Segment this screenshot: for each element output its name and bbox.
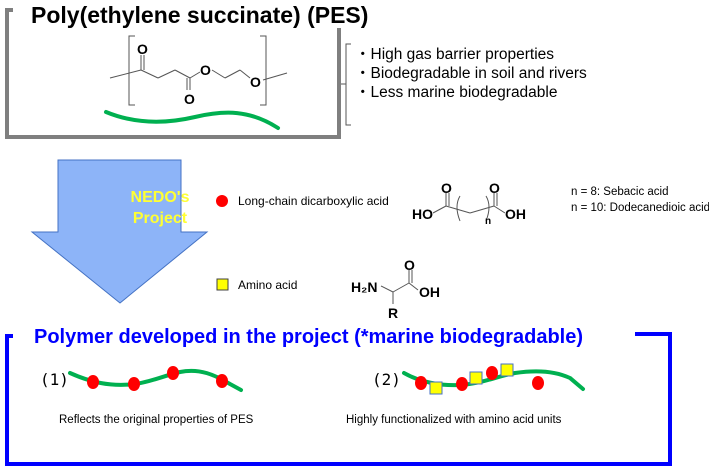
properties-brace <box>341 43 351 126</box>
amino-unit-square <box>469 371 483 385</box>
polymer2-number: (2) <box>372 370 401 389</box>
note-sebacic: n = 8: Sebacic acid <box>571 186 669 198</box>
pes-box-border <box>5 8 341 139</box>
atom-o-top: O <box>137 41 148 57</box>
subscript-n: n <box>485 216 491 227</box>
dicarboxylic-unit-circle <box>532 376 544 390</box>
atom-o-ester: O <box>200 62 211 78</box>
atom-r: R <box>388 305 398 321</box>
dicarboxylic-unit-circle <box>167 366 179 380</box>
dicarboxylic-structure <box>432 193 506 222</box>
legend-red-circle-icon <box>216 195 228 207</box>
atom-oh: OH <box>505 206 526 222</box>
pes-properties-list: ・High gas barrier properties ・Biodegrada… <box>355 45 587 102</box>
polymer1-chain <box>68 368 243 392</box>
atom-o-end: O <box>250 74 261 90</box>
legend-dicarboxylic-label: Long-chain dicarboxylic acid <box>238 194 389 208</box>
polymer2-caption: Highly functionalized with amino acid un… <box>346 414 562 426</box>
polymer-box-border <box>5 332 672 466</box>
amino-structure <box>380 270 419 304</box>
atom-o1: O <box>441 180 452 196</box>
bracket-right <box>260 35 267 106</box>
note-dodecanedioic: n = 10: Dodecanedioic acid <box>571 202 709 214</box>
dicarboxylic-unit-circle <box>486 366 498 380</box>
atom-h2n: H₂N <box>351 279 377 295</box>
arrow-label-line1: NEDO's <box>130 189 190 206</box>
atom-o-bottom: O <box>184 91 195 107</box>
pes-structure <box>109 35 288 106</box>
arrow-label-line2: Project <box>132 210 188 227</box>
property-item: ・Less marine biodegradable <box>355 84 558 101</box>
property-item: ・High gas barrier properties <box>355 46 555 63</box>
dicarboxylic-unit-circle <box>87 375 99 389</box>
polymer-title: Polymer developed in the project (*marin… <box>30 325 588 349</box>
pes-title: Poly(ethylene succinate) (PES) <box>27 2 373 28</box>
atom-o-amino: O <box>404 257 415 273</box>
arrow-label: NEDO's Project <box>100 187 220 229</box>
atom-oh-amino: OH <box>419 284 440 300</box>
polymer1-number: (1) <box>40 370 69 389</box>
property-item: ・Biodegradable in soil and rivers <box>355 65 587 82</box>
dicarboxylic-unit-circle <box>128 377 140 391</box>
legend-amino-label: Amino acid <box>238 278 298 292</box>
dicarboxylic-notes: n = 8: Sebacic acid n = 10: Dodecanedioi… <box>571 184 709 216</box>
dicarboxylic-unit-circle <box>216 374 228 388</box>
bracket-left <box>128 35 135 106</box>
nedo-project-arrow <box>30 159 209 304</box>
dicarboxylic-unit-circle <box>456 377 468 391</box>
dicarboxylic-unit-circle <box>415 376 427 390</box>
atom-ho: HO <box>412 206 433 222</box>
amino-unit-square <box>500 363 514 377</box>
amino-unit-square <box>429 381 443 395</box>
legend-yellow-square-icon <box>216 278 229 291</box>
polymer1-caption: Reflects the original properties of PES <box>59 414 254 426</box>
atom-o2: O <box>489 180 500 196</box>
pes-chain-line <box>104 110 280 130</box>
